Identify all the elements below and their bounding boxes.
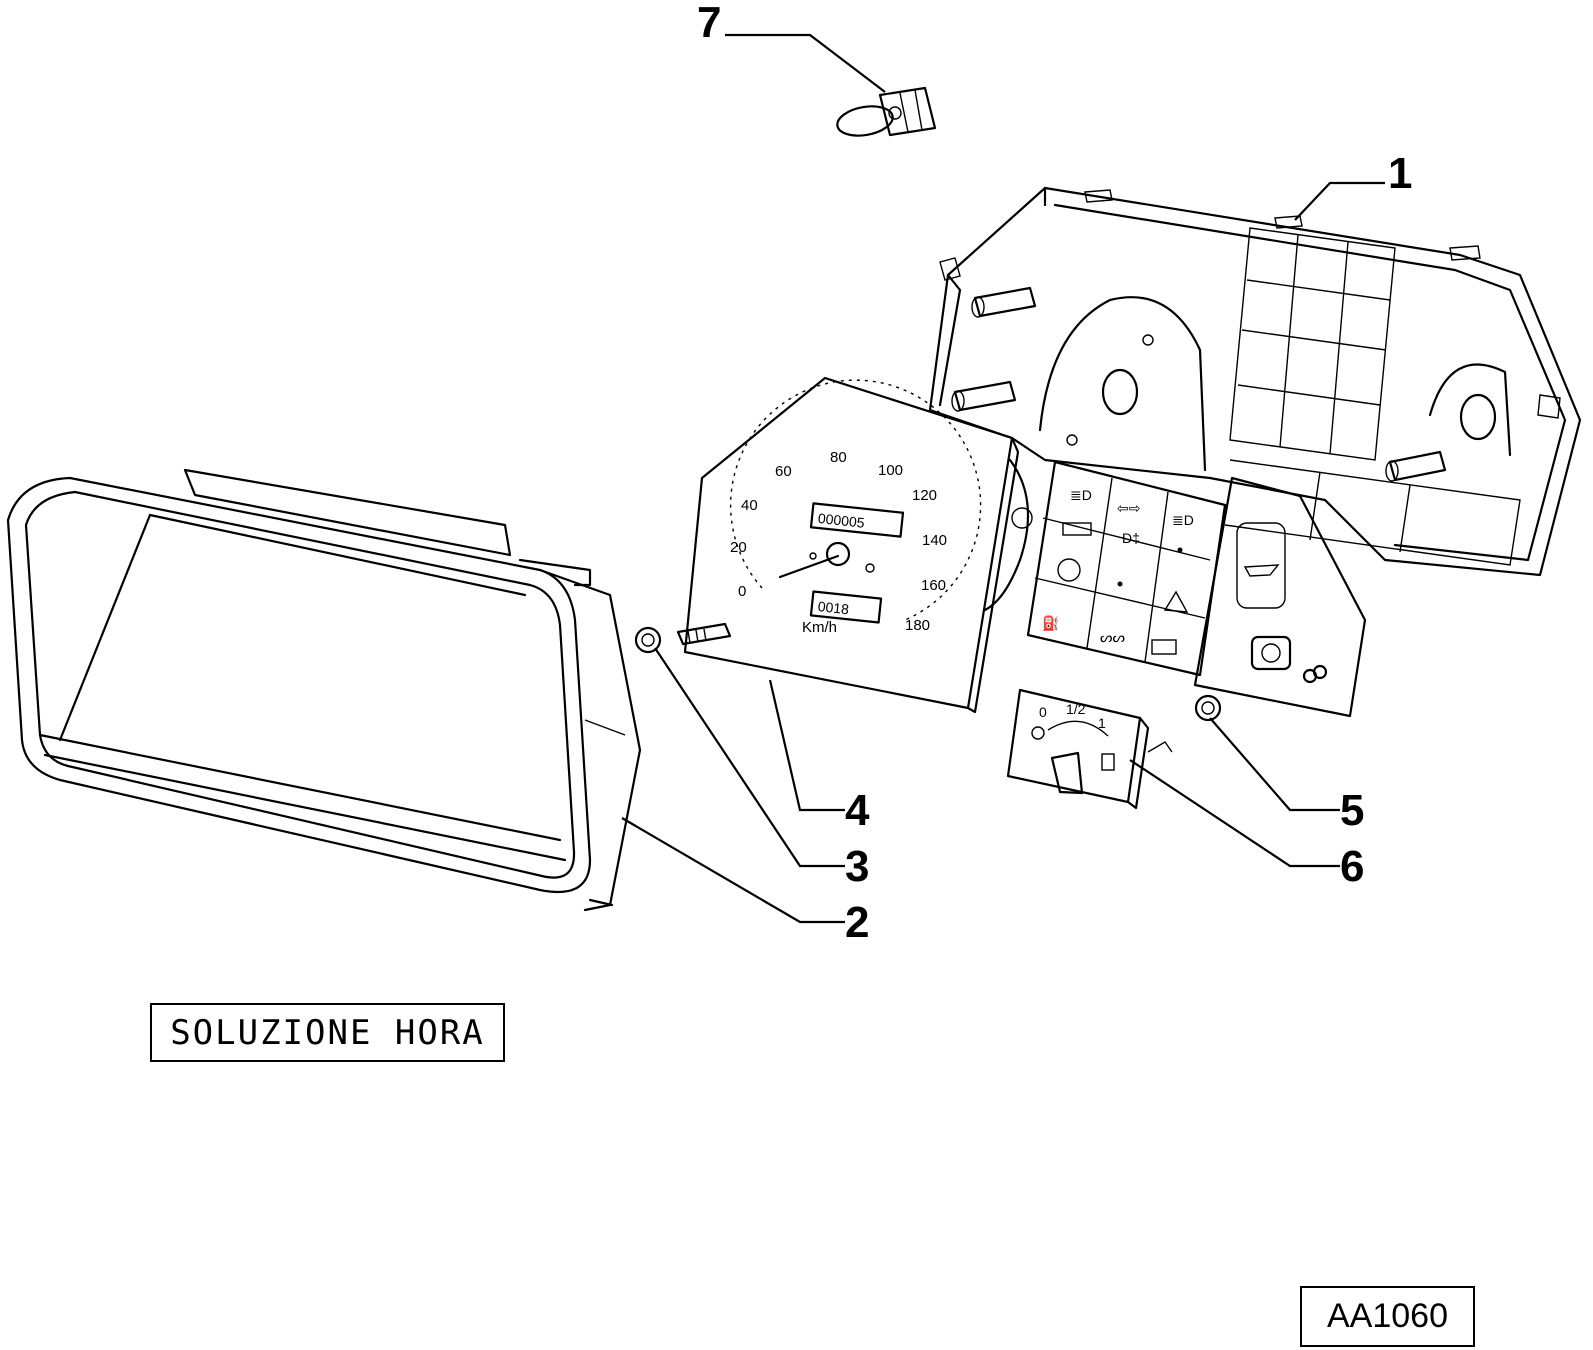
callout-4: 4 <box>845 786 870 835</box>
fuel-half-label: 1/2 <box>1066 701 1086 717</box>
glow-plug-icon: ᔕᔕ <box>1100 629 1125 645</box>
leader-3 <box>654 647 845 868</box>
solution-caption: SOLUZIONE HORA <box>150 1003 505 1062</box>
speed-mark-60: 60 <box>775 463 792 480</box>
leader-7 <box>725 33 886 93</box>
leader-6 <box>1129 759 1340 868</box>
speed-mark-20: 20 <box>730 539 747 556</box>
callout-3: 3 <box>845 842 869 891</box>
speed-mark-100: 100 <box>878 462 903 479</box>
svg-text:D‡: D‡ <box>1122 530 1140 546</box>
callout-1: 1 <box>1388 149 1412 198</box>
high-beam-icon: ≣D <box>1070 487 1092 503</box>
fuel-pump-icon <box>1101 753 1115 771</box>
leader-1 <box>1294 181 1385 221</box>
speed-mark-120: 120 <box>912 487 937 504</box>
oil-pressure-icon: ⛽ <box>1042 615 1059 632</box>
speed-mark-160: 160 <box>921 577 946 594</box>
hazard-triangle-icon <box>1163 590 1189 613</box>
fuel-gauge: 0 1/2 1 <box>1006 688 1173 810</box>
callout-6: 6 <box>1340 842 1364 891</box>
trip-reading: 0018 <box>817 598 850 617</box>
nut <box>1194 694 1222 722</box>
bezel-frame <box>6 468 642 912</box>
speed-mark-140: 140 <box>922 532 947 549</box>
drawing-code: AA1060 <box>1300 1286 1475 1347</box>
svg-text:⛽: ⛽ <box>1042 615 1059 632</box>
svg-text:⇦⇨: ⇦⇨ <box>1117 500 1141 516</box>
screw <box>634 622 732 654</box>
leader-lines <box>621 33 1385 924</box>
speed-mark-0: 0 <box>738 583 746 600</box>
svg-text:≣D: ≣D <box>1070 487 1092 503</box>
indicator-dot-icon <box>1177 547 1183 553</box>
rear-defrost-icon <box>1062 522 1092 536</box>
speed-mark-180: 180 <box>905 617 930 634</box>
leader-4 <box>768 679 845 812</box>
speedometer: 0 20 40 60 80 100 120 140 160 180 000005… <box>683 376 1033 714</box>
callout-2: 2 <box>845 898 869 947</box>
warning-light-panel: ≣D ⇦⇨ ≣D D‡ ⛽ ᔕᔕ <box>1026 460 1227 677</box>
fuel-full-label: 1 <box>1098 715 1106 731</box>
fuel-empty-label: 0 <box>1039 704 1047 720</box>
svg-text:≣D: ≣D <box>1172 512 1194 528</box>
fog-light-icon: D‡ <box>1122 530 1140 546</box>
callout-5: 5 <box>1340 786 1364 835</box>
brake-warning-icon <box>1057 558 1081 582</box>
speed-mark-40: 40 <box>741 497 758 514</box>
odometer-reading: 000005 <box>817 510 865 531</box>
speed-mark-80: 80 <box>830 449 847 466</box>
speed-unit: Km/h <box>802 619 837 636</box>
svg-text:ᔕᔕ: ᔕᔕ <box>1100 629 1125 645</box>
bulb-holder <box>836 86 937 137</box>
leader-5 <box>1209 717 1340 812</box>
low-beam-icon: ≣D <box>1172 512 1194 528</box>
housing-cell-grid <box>1224 227 1521 566</box>
callout-7: 7 <box>697 0 721 47</box>
rear-housing <box>928 186 1582 577</box>
leader-2 <box>621 817 845 924</box>
battery-icon <box>1151 639 1177 655</box>
indicator-arrows-icon: ⇦⇨ <box>1117 500 1141 516</box>
indicator-dot-icon-2 <box>1117 581 1123 587</box>
